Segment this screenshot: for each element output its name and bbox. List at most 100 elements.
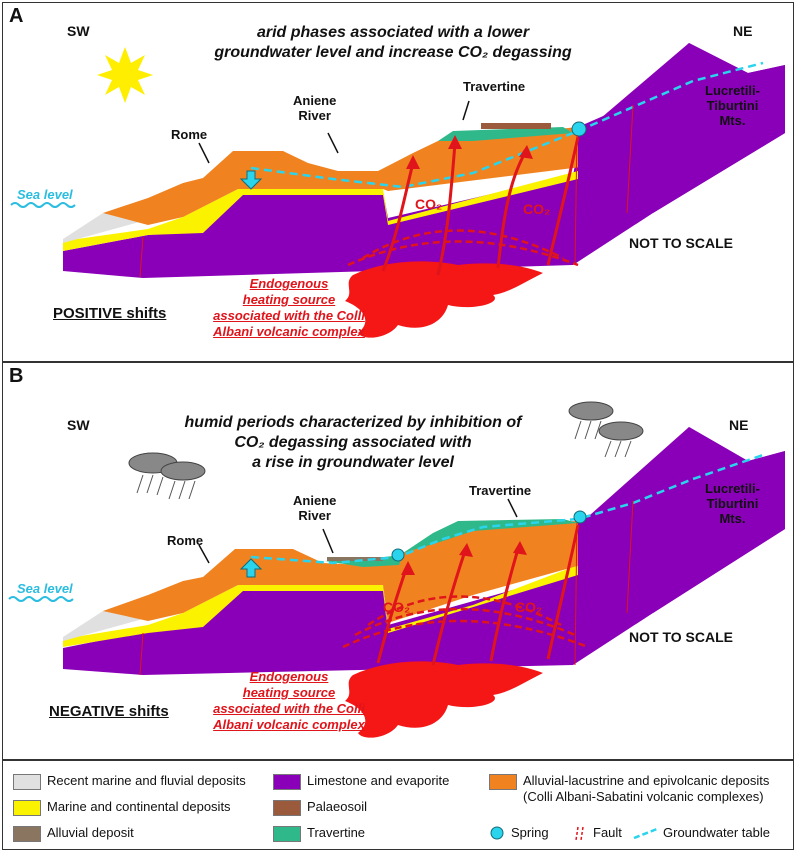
arrow-head <box>448 135 462 149</box>
sun-icon <box>97 47 153 103</box>
legend: Recent marine and fluvial deposits Marin… <box>2 760 794 850</box>
fault-icon <box>626 104 634 214</box>
swatch <box>13 800 41 816</box>
pointer-rome <box>198 142 210 164</box>
legend-label: Palaeosoil <box>307 799 367 814</box>
travertine-label: Travertine <box>469 483 532 498</box>
panel-title: arid phases associated with a lower grou… <box>183 23 603 63</box>
rome-label: Rome <box>171 127 208 142</box>
legend-label: Groundwater table <box>663 825 770 840</box>
spring-icon <box>571 121 587 137</box>
heating-source <box>345 261 543 338</box>
swatch <box>273 774 301 790</box>
swatch <box>273 800 301 816</box>
shift-label: NEGATIVE shifts <box>49 703 169 720</box>
swatch <box>13 826 41 842</box>
arrow-icon <box>381 162 415 272</box>
rain-cloud-icon <box>128 452 206 500</box>
title-line: arid phases associated with a lower <box>256 24 530 41</box>
heat-arc <box>362 229 564 260</box>
fault-icon <box>626 500 634 614</box>
aniene-line: River <box>298 108 331 123</box>
travertine-label: Travertine <box>463 79 526 94</box>
swatch <box>489 774 517 790</box>
arrow-icon <box>546 136 580 266</box>
panel-label: A <box>9 5 24 27</box>
aniene-label: Aniene River <box>293 93 336 123</box>
panel-b: B SW NE humid periods characterized by i… <box>2 362 794 760</box>
sea-level-line <box>10 202 76 208</box>
arrow-head <box>513 541 527 555</box>
heat-line: Endogenous <box>249 669 329 684</box>
heat-line: heating source <box>242 685 336 700</box>
title-line: groundwater level and increase CO₂ degas… <box>214 44 572 61</box>
heat-line: Endogenous <box>249 276 329 291</box>
legend-item-travertine: Travertine <box>273 825 365 842</box>
fault-icon <box>139 236 144 278</box>
legend-item-palaeosoil: Palaeosoil <box>273 799 367 816</box>
sea-level-line <box>8 596 74 602</box>
legend-label: Alluvial-lacustrine and epivolcanic depo… <box>523 773 769 805</box>
not-to-scale-label: NOT TO SCALE <box>629 235 733 251</box>
alluvial-lacustrine-layer <box>103 127 581 225</box>
groundwater-line <box>250 453 764 565</box>
heat-line: Albani volcanic complex <box>213 324 365 339</box>
co2-label: CO₂ <box>415 196 443 212</box>
pointer-aniene <box>327 132 339 154</box>
arrow-icon <box>546 524 580 660</box>
mts-line: Lucretili- <box>705 83 760 98</box>
legend-label: Fault <box>593 825 622 840</box>
arrow-head <box>401 561 415 575</box>
legend-item-recent-marine: Recent marine and fluvial deposits <box>13 773 246 790</box>
mountains-label: Lucretili- Tiburtini Mts. <box>705 481 760 526</box>
legend-line: (Colli Albani-Sabatini volcanic complexe… <box>523 789 764 804</box>
title-line: CO₂ degassing associated with <box>234 434 472 451</box>
swatch <box>273 826 301 842</box>
travertine-layer <box>438 127 573 141</box>
heat-arc <box>367 595 562 627</box>
heating-source <box>345 661 543 738</box>
panel-a: A SW NE arid phases associated with a lo… <box>2 2 794 362</box>
groundwater-line <box>250 61 764 189</box>
legend-line: Alluvial-lacustrine and epivolcanic depo… <box>523 773 770 788</box>
legend-item-marine-continental: Marine and continental deposits <box>13 799 231 816</box>
aniene-line: River <box>298 508 331 523</box>
travertine-layer <box>403 519 578 553</box>
heat-line: associated with the Colli <box>213 308 365 323</box>
arrow-icon <box>376 568 408 664</box>
rain-cloud-icon <box>568 401 644 458</box>
rome-label: Rome <box>167 533 204 548</box>
spring-icon <box>490 826 504 840</box>
title-line: a rise in groundwater level <box>252 454 454 471</box>
legend-item-limestone: Limestone and evaporite <box>273 773 449 790</box>
swatch <box>13 774 41 790</box>
limestone-layer <box>63 43 785 278</box>
heat-line: heating source <box>242 292 336 307</box>
legend-label: Limestone and evaporite <box>307 773 450 788</box>
spring-icon <box>573 510 587 524</box>
fault-icon <box>139 632 144 676</box>
aniene-line: Aniene <box>293 93 337 108</box>
legend-label: Travertine <box>307 825 366 840</box>
legend-label: Marine and continental deposits <box>47 799 231 814</box>
marine-continental-layer <box>63 565 578 647</box>
arrow-head <box>459 543 473 557</box>
fault-icon <box>575 826 584 841</box>
legend-item-groundwater: Groundwater table <box>633 825 770 841</box>
legend-item-fault: Fault <box>573 825 622 841</box>
compass-ne: NE <box>733 23 753 39</box>
pointer-travertine <box>462 100 470 121</box>
groundwater-icon <box>633 827 658 840</box>
legend-item-spring: Spring <box>489 825 549 841</box>
cross-section-b <box>8 401 785 738</box>
alluvial-deposit-layer <box>327 557 383 561</box>
mountains-label: Lucretili- Tiburtini Mts. <box>705 83 760 128</box>
aniene-line: Aniene <box>293 493 337 508</box>
marine-continental-layer <box>63 171 578 251</box>
heating-source-label: Endogenous heating source associated wit… <box>209 276 369 340</box>
heat-line: associated with the Colli <box>213 701 365 716</box>
legend-item-alluvial-lacustrine: Alluvial-lacustrine and epivolcanic depo… <box>489 773 769 805</box>
compass-sw: SW <box>67 417 90 433</box>
mts-line: Mts. <box>719 113 746 128</box>
legend-label: Spring <box>511 825 549 840</box>
